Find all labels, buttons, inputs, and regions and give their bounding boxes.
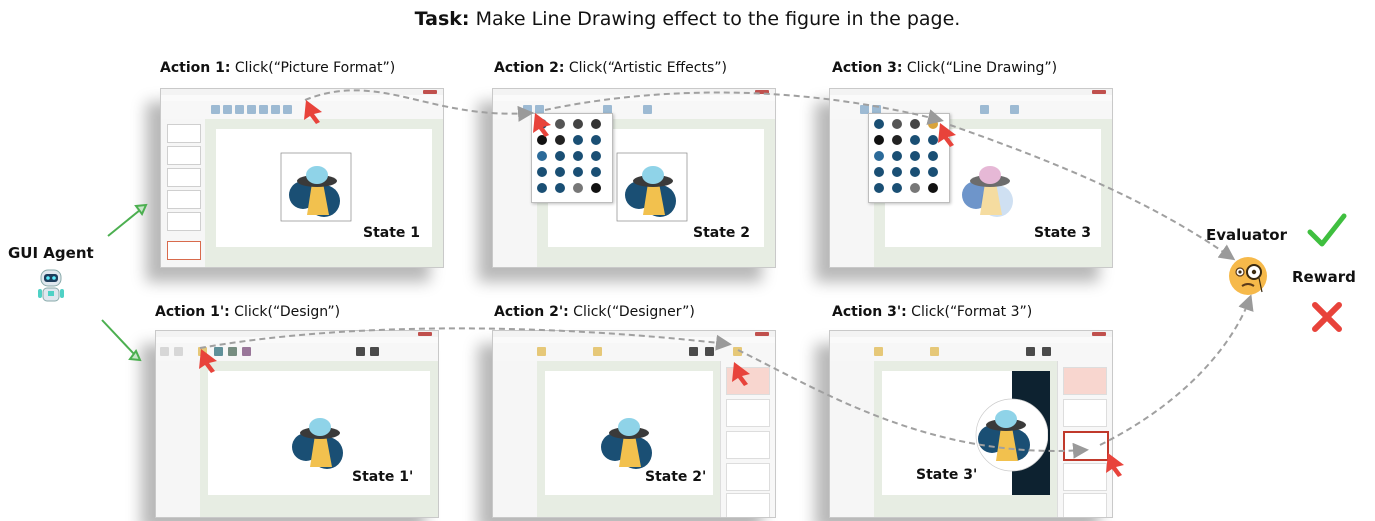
action-3p-label: Action 3': Click(“Format 3”)	[832, 304, 1033, 320]
ufo-illustration	[601, 418, 652, 469]
state-3-label: State 3	[1034, 225, 1092, 241]
monocle-face-icon	[1229, 257, 1267, 295]
robot-icon	[38, 269, 64, 302]
checkmark-icon	[1307, 213, 1347, 247]
artistic-effects-gallery[interactable]	[531, 113, 613, 203]
state-2-label: State 2	[693, 225, 751, 241]
ufo-illustration	[975, 398, 1048, 472]
state-1-label: State 1	[363, 225, 421, 241]
gui-agent-label: GUI Agent	[8, 244, 94, 262]
ufo-illustration	[280, 152, 352, 222]
state-2p-label: State 2'	[645, 469, 707, 485]
screenshot-state-1: State 1	[160, 88, 444, 268]
artistic-effects-gallery-2[interactable]	[868, 113, 950, 203]
ufo-illustration	[616, 152, 688, 222]
action-1p-label: Action 1': Click(“Design”)	[155, 304, 341, 320]
state-1p-label: State 1'	[352, 469, 414, 485]
screenshot-state-3: State 3	[829, 88, 1113, 268]
ufo-line-drawing	[962, 166, 1013, 217]
screenshot-state-2p: State 2'	[492, 330, 776, 518]
cross-icon	[1312, 302, 1342, 332]
action-1-label: Action 1: Click(“Picture Format”)	[160, 60, 396, 76]
action-2-label: Action 2: Click(“Artistic Effects”)	[494, 60, 727, 76]
evaluator-label: Evaluator	[1206, 226, 1287, 244]
designer-pane[interactable]	[1057, 361, 1112, 517]
screenshot-state-3p: State 3'	[829, 330, 1113, 518]
action-3-label: Action 3: Click(“Line Drawing”)	[832, 60, 1058, 76]
reward-label: Reward	[1292, 268, 1356, 286]
designer-pane[interactable]	[720, 361, 775, 517]
ufo-illustration	[292, 418, 343, 469]
action-2p-label: Action 2': Click(“Designer”)	[494, 304, 695, 320]
state-3p-label: State 3'	[916, 467, 978, 483]
task-description: Task: Make Line Drawing effect to the fi…	[414, 8, 961, 30]
